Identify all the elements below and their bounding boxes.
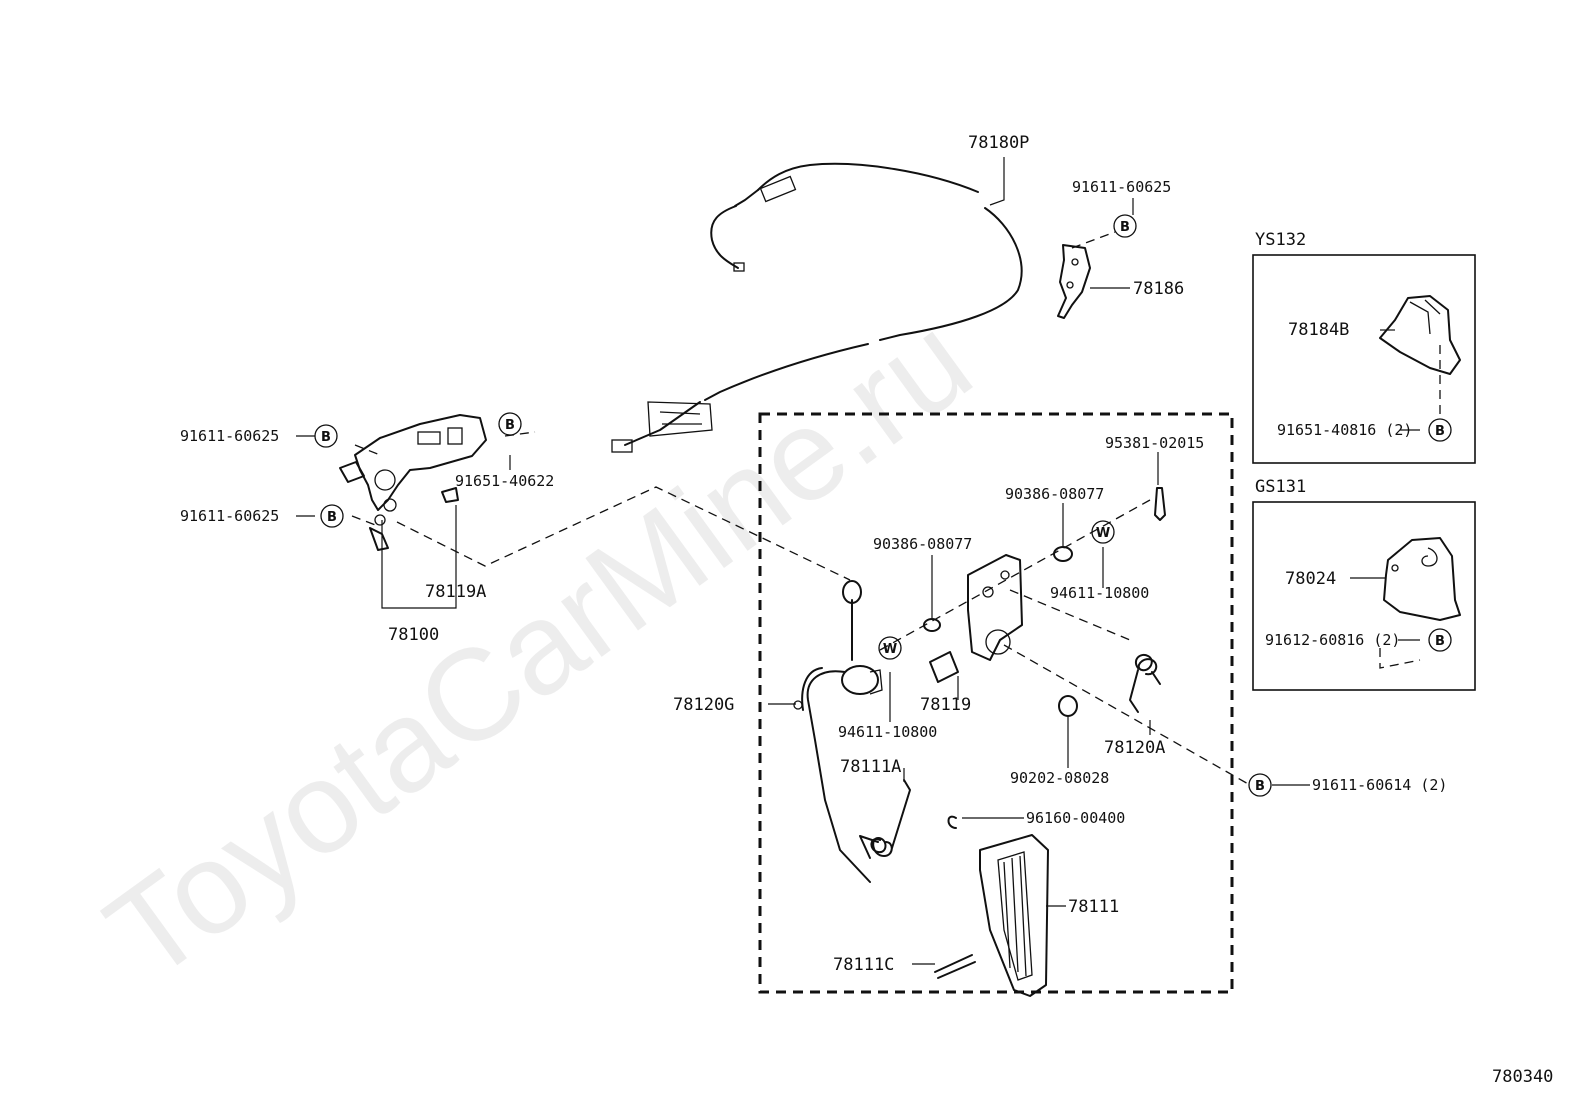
label-bushing-lower: 90386-08077 (873, 535, 972, 553)
svg-text:B: B (1255, 779, 1265, 794)
label-spring-78120a: 78120A (1104, 738, 1165, 758)
bushing-upper (1053, 546, 1073, 562)
bracket-78024 (1383, 537, 1461, 621)
label-throttle-clip: 78119A (425, 582, 486, 602)
diagram-code: 780340 (1492, 1067, 1553, 1087)
svg-text:B: B (505, 418, 515, 433)
label-throttle-bolt-1: 91611-60625 (180, 427, 279, 445)
label-bracket-78024: 78024 (1285, 569, 1336, 589)
label-washer-90202: 90202-08028 (1010, 769, 1109, 787)
label-bolt-ys132: 91651-40816 (2) (1277, 421, 1412, 439)
assembly-lines (351, 231, 1441, 786)
label-bushing-upper: 90386-08077 (1005, 485, 1104, 503)
variant-gs131: GS131 78024 91612-60816 (2) B (1252, 477, 1476, 691)
washer-90202 (1058, 695, 1078, 717)
pedal-assy-frame (758, 412, 1234, 994)
tag-b-gs131: B (1435, 634, 1445, 649)
spring-78111a (859, 779, 911, 859)
svg-text:B: B (1120, 220, 1130, 235)
svg-text:B: B (321, 430, 331, 445)
tag-b-throttle-1: B (314, 424, 338, 448)
part-labels: 78180P 91611-60625 78186 91611-60625 916… (180, 133, 1447, 975)
pin-95381 (1154, 487, 1166, 521)
tag-b-throttle-2: B (498, 412, 522, 436)
label-pin-95381: 95381-02015 (1105, 434, 1204, 452)
svg-text:B: B (327, 510, 337, 525)
svg-text:W: W (883, 642, 897, 657)
variant-ys132-title: YS132 (1255, 230, 1306, 250)
label-throttle-bolt-2: 91611-60625 (180, 507, 279, 525)
label-washer-upper: 94611-10800 (1050, 584, 1149, 602)
label-pin-78111c: 78111C (833, 955, 894, 975)
tag-b-throttle-3: B (320, 504, 344, 528)
tag-w-upper: W (1091, 520, 1115, 544)
bracket-78186 (1057, 244, 1091, 319)
label-bolt-gs131: 91612-60816 (2) (1265, 631, 1400, 649)
tag-b-pedal: B (1248, 773, 1272, 797)
label-bracket-bolt-top: 91611-60625 (1072, 178, 1171, 196)
label-pedal-assy: 78120G (673, 695, 734, 715)
spring-78120a (1129, 654, 1161, 713)
stopper-78119 (929, 651, 959, 683)
svg-text:W: W (1096, 526, 1110, 541)
label-washer-lower: 94611-10800 (838, 723, 937, 741)
tag-w-lower: W (878, 636, 902, 660)
pedal-pad (979, 834, 1049, 997)
label-spring-78111a: 78111A (840, 757, 901, 777)
callout-tags: B B B B W W B (314, 214, 1272, 797)
label-clip-96160: 96160-00400 (1026, 809, 1125, 827)
bracket-78184b (1379, 295, 1461, 375)
label-throttle-bolt-3: 91651-40622 (455, 472, 554, 490)
label-cable: 78180P (968, 133, 1029, 153)
variant-gs131-title: GS131 (1255, 477, 1306, 497)
throttle-body (339, 414, 487, 551)
label-pedal-pad: 78111 (1068, 897, 1119, 917)
label-bracket-78186: 78186 (1133, 279, 1184, 299)
tag-b-ys132: B (1435, 424, 1445, 439)
watermark: ToyotaCarMine.ru (81, 286, 997, 1007)
accelerator-cable (611, 162, 1023, 453)
variant-ys132: YS132 78184B 91651-40816 (2) B (1252, 230, 1476, 464)
label-bolt-pedal: 91611-60614 (2) (1312, 776, 1447, 794)
label-bracket-78184b: 78184B (1288, 320, 1349, 340)
clip-96160 (947, 815, 957, 829)
leader-lines (296, 157, 1420, 965)
pin-78111c (934, 954, 976, 979)
pedal-arm (793, 580, 883, 883)
bushing-lower (923, 618, 941, 632)
label-stopper-78119: 78119 (920, 695, 971, 715)
label-throttle-body: 78100 (388, 625, 439, 645)
tag-b-bracket-top: B (1113, 214, 1137, 238)
pedal-bracket (967, 554, 1023, 661)
